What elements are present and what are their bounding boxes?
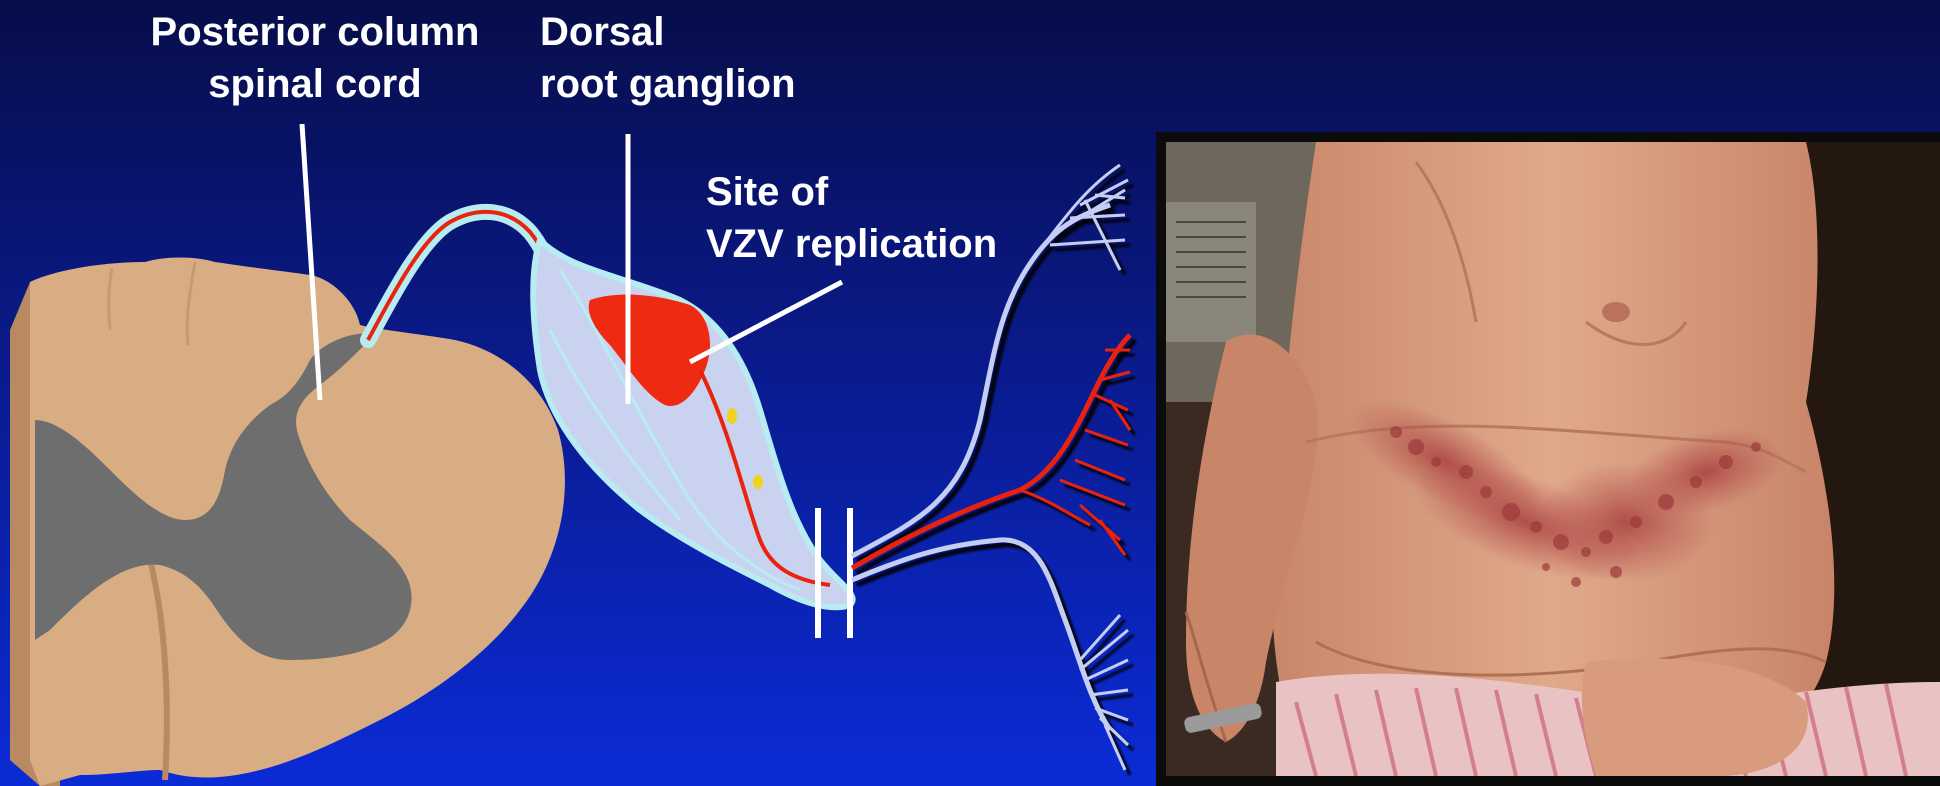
- label-vzv-replication-site: Site of VZV replication: [706, 166, 1036, 270]
- spinal-cord-cross-section: [10, 258, 565, 786]
- clinical-photo: [1166, 142, 1940, 776]
- dorsal-root-ganglion: [533, 240, 852, 607]
- clinical-photo-frame: [1156, 132, 1940, 786]
- label-posterior-column: Posterior column spinal cord: [130, 6, 500, 110]
- clinical-photo-illustration: [1166, 142, 1940, 776]
- virus-particle: [727, 408, 737, 424]
- virus-particle: [753, 475, 763, 489]
- label-dorsal-root-ganglion: Dorsal root ganglion: [540, 6, 870, 110]
